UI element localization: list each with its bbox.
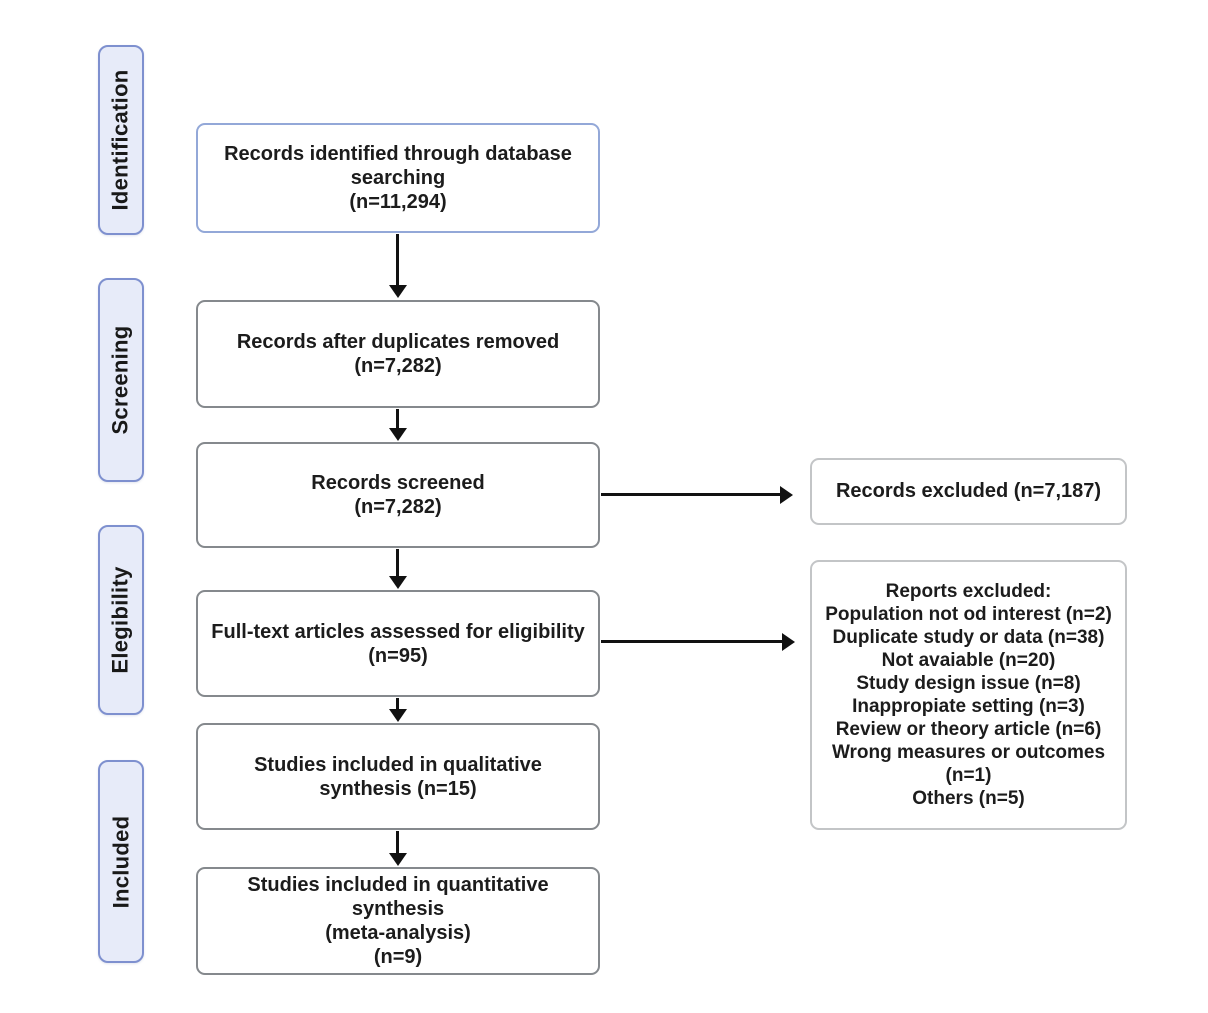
arrow-right-fulltext-to-reports-excluded bbox=[601, 632, 795, 652]
arrow-down-identified-to-duplicates bbox=[388, 234, 408, 298]
flow-box-duplicates-removed-text: Records after duplicates removed (n=7,28… bbox=[236, 331, 560, 377]
flow-box-duplicates-removed: Records after duplicates removed (n=7,28… bbox=[196, 300, 600, 408]
stage-label-elegibility-text: Elegibility bbox=[108, 566, 133, 674]
exclusion-box-records-excluded-text: Records excluded (n=7,187) bbox=[835, 480, 1102, 502]
flow-box-quantitative-synthesis-text: Studies included in quantitative synthes… bbox=[247, 874, 549, 968]
arrow-head-icon bbox=[389, 576, 407, 589]
stage-label-identification: Identification bbox=[98, 45, 144, 235]
flow-box-fulltext-assessed-text: Full-text articles assessed for eligibil… bbox=[211, 620, 585, 667]
arrow-head-icon bbox=[780, 486, 793, 504]
stage-label-identification-text: Identification bbox=[108, 69, 133, 211]
flow-box-records-screened-text: Records screened (n=7,282) bbox=[311, 472, 485, 518]
arrow-stem bbox=[601, 493, 782, 496]
arrow-down-screened-to-fulltext bbox=[388, 549, 408, 589]
arrow-head-icon bbox=[389, 428, 407, 441]
arrow-head-icon bbox=[782, 633, 795, 651]
arrow-right-screened-to-records-excluded bbox=[601, 485, 793, 505]
arrow-stem bbox=[601, 640, 784, 643]
flow-box-qualitative-synthesis: Studies included in qualitative synthesi… bbox=[196, 723, 600, 830]
flow-box-records-identified-text: Records identified through database sear… bbox=[224, 143, 572, 213]
arrow-stem bbox=[396, 831, 399, 855]
arrow-head-icon bbox=[389, 709, 407, 722]
stage-label-screening: Screening bbox=[98, 278, 144, 482]
arrow-stem bbox=[396, 549, 399, 578]
arrow-head-icon bbox=[389, 853, 407, 866]
arrow-down-duplicates-to-screened bbox=[388, 409, 408, 441]
flow-box-fulltext-assessed: Full-text articles assessed for eligibil… bbox=[196, 590, 600, 697]
arrow-down-qualitative-to-quantitative bbox=[388, 831, 408, 866]
stage-label-included-text: Included bbox=[108, 815, 134, 908]
exclusion-box-reports-excluded-text: Reports excluded: Population not od inte… bbox=[825, 581, 1112, 809]
arrow-down-fulltext-to-qualitative bbox=[388, 698, 408, 722]
flow-box-qualitative-synthesis-text: Studies included in qualitative synthesi… bbox=[254, 753, 542, 800]
arrow-stem bbox=[396, 698, 399, 711]
stage-label-elegibility: Elegibility bbox=[98, 525, 144, 715]
arrow-head-icon bbox=[389, 285, 407, 298]
arrow-stem bbox=[396, 234, 399, 287]
arrow-stem bbox=[396, 409, 399, 430]
exclusion-box-records-excluded: Records excluded (n=7,187) bbox=[810, 458, 1127, 525]
flow-box-records-identified: Records identified through database sear… bbox=[196, 123, 600, 233]
stage-label-included: Included bbox=[98, 760, 144, 963]
stage-label-screening-text: Screening bbox=[108, 325, 134, 435]
flow-box-records-screened: Records screened (n=7,282) bbox=[196, 442, 600, 548]
flow-box-quantitative-synthesis: Studies included in quantitative synthes… bbox=[196, 867, 600, 975]
exclusion-box-reports-excluded: Reports excluded: Population not od inte… bbox=[810, 560, 1127, 830]
